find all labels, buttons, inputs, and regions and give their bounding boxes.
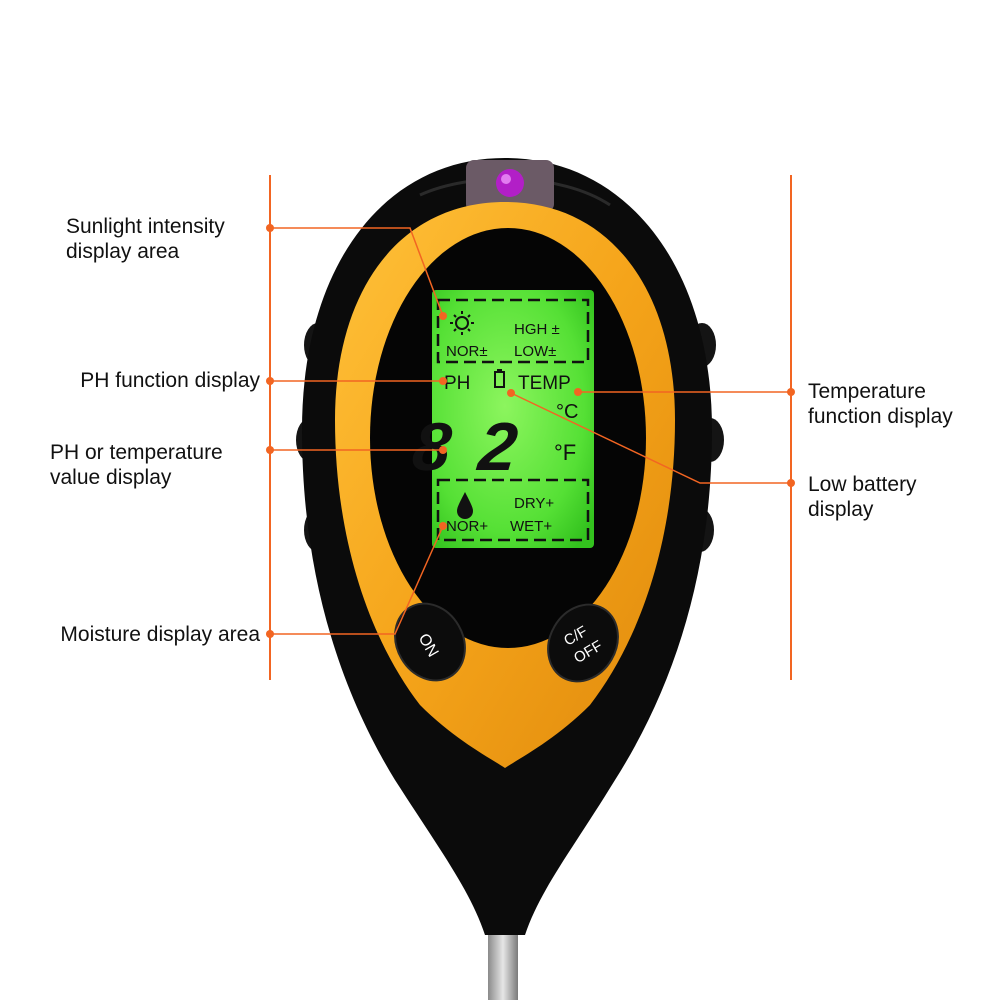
- lcd-sun-nor: NOR±: [446, 343, 488, 360]
- lcd-sunlight-box: [436, 298, 590, 364]
- label-ph-temp-line1: PH or temperature: [50, 441, 223, 464]
- label-moisture: Moisture display area: [60, 622, 260, 647]
- label-sunlight: Sunlight intensity display area: [66, 214, 225, 264]
- light-sensor-icon: [466, 160, 554, 212]
- lcd-dry: DRY+: [514, 495, 554, 512]
- sun-icon: [450, 311, 474, 335]
- on-button[interactable]: ON: [381, 591, 478, 693]
- lcd-nor: NOR+: [446, 518, 488, 535]
- sunlight-leader: [270, 227, 444, 317]
- label-temperature-line2: function display: [808, 405, 953, 428]
- label-ph-temp-value: PH or temperature value display: [50, 440, 223, 490]
- label-temperature-line1: Temperature: [808, 380, 926, 403]
- lcd-ph: PH: [444, 373, 470, 394]
- leader-lines: [270, 227, 791, 635]
- battery-icon: [494, 369, 505, 388]
- lcd-temp: TEMP: [518, 373, 571, 394]
- label-moisture-text: Moisture display area: [60, 623, 260, 646]
- label-low-battery-line1: Low battery: [808, 473, 917, 496]
- leader-dots: [266, 224, 795, 638]
- label-ph-function-text: PH function display: [80, 369, 260, 392]
- lcd-sun-low: LOW±: [514, 343, 556, 360]
- lcd-panel: [432, 290, 594, 548]
- water-drop-icon: [457, 492, 473, 519]
- label-ph-function: PH function display: [80, 368, 260, 393]
- lcd-fahrenheit: °F: [554, 440, 576, 465]
- battery-leader: [510, 392, 791, 484]
- cf-off-button[interactable]: C/F OFF: [534, 592, 631, 694]
- label-low-battery: Low battery display: [808, 472, 917, 522]
- label-sunlight-line2: display area: [66, 240, 180, 263]
- lcd-moisture-box: [436, 478, 590, 542]
- lcd-wet: WET+: [510, 518, 552, 535]
- label-sunlight-line1: Sunlight intensity: [66, 215, 225, 238]
- label-low-battery-line2: display: [808, 498, 874, 521]
- lcd-sun-high: HGH ±: [514, 321, 560, 338]
- moisture-leader: [270, 525, 444, 635]
- label-ph-temp-line2: value display: [50, 466, 172, 489]
- label-temperature: Temperature function display: [808, 379, 953, 429]
